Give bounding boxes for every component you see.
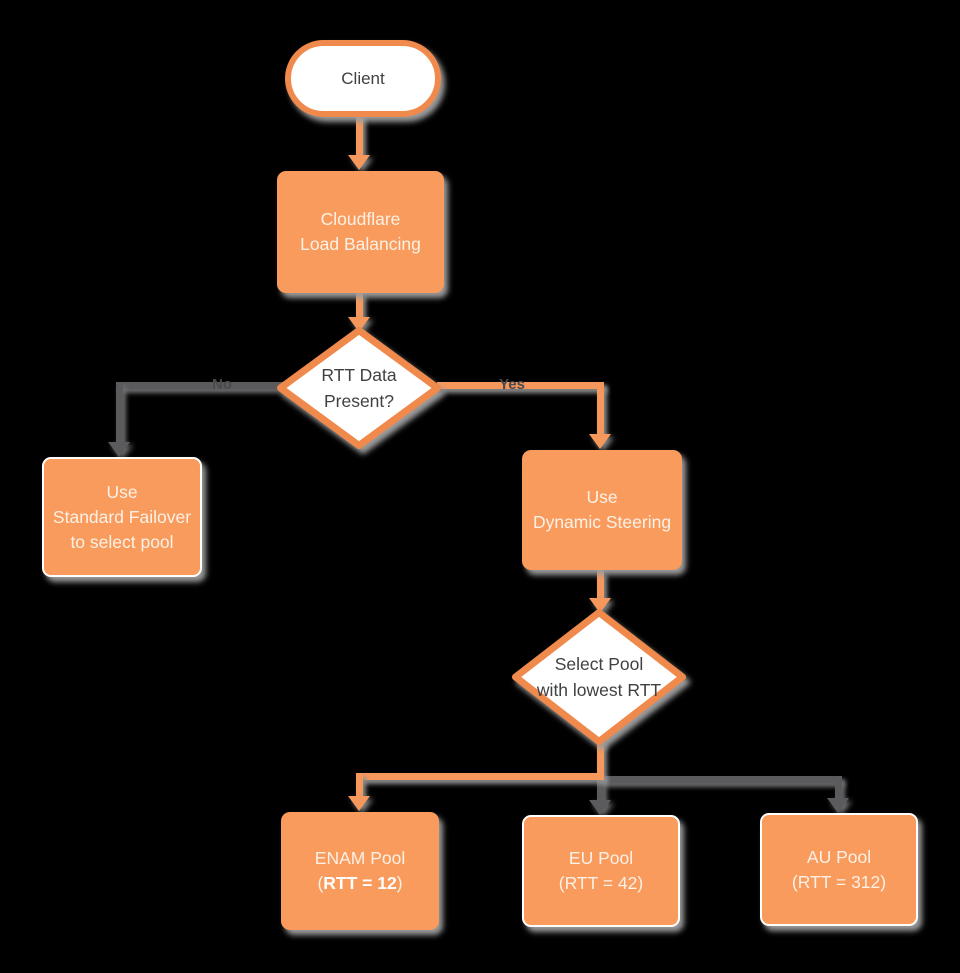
connector-eu-vertical bbox=[597, 776, 604, 802]
arrow-down-icon bbox=[589, 800, 611, 815]
connector-yes-vertical bbox=[597, 382, 604, 436]
node-label: RTT Data bbox=[321, 365, 397, 385]
node-label: Present? bbox=[323, 391, 395, 411]
arrow-down-icon bbox=[108, 442, 130, 457]
node-label: EU Pool bbox=[568, 848, 634, 868]
rtt-data-present-decision: RTT Data Present? bbox=[277, 327, 441, 449]
arrow-down-icon bbox=[348, 317, 370, 332]
node-label: Use bbox=[586, 487, 618, 507]
node-label: (RTT = 12) bbox=[317, 871, 402, 896]
arrow-down-icon bbox=[348, 155, 370, 170]
connector-select-down bbox=[597, 740, 604, 780]
node-label: Cloudflare bbox=[320, 209, 401, 229]
connector-lb-to-decision bbox=[356, 292, 363, 319]
client-node: Client bbox=[285, 40, 441, 117]
client-label: Client bbox=[341, 68, 385, 88]
connector-steering-to-select bbox=[597, 570, 604, 601]
node-label: Load Balancing bbox=[300, 234, 421, 254]
arrow-down-icon bbox=[589, 598, 611, 613]
connector-client-to-lb bbox=[356, 111, 363, 156]
connector-no-horizontal bbox=[116, 382, 283, 389]
arrow-down-icon bbox=[589, 434, 611, 449]
rtt-value: RTT = 12 bbox=[323, 873, 397, 893]
connector-enam-vertical bbox=[356, 773, 363, 796]
connector-enam-horizontal bbox=[358, 773, 604, 780]
paren: ( bbox=[317, 873, 324, 893]
node-label: Select Pool bbox=[554, 654, 644, 674]
node-label: Use bbox=[106, 481, 138, 502]
diamond-shape bbox=[277, 327, 441, 449]
au-pool-node: AU Pool (RTT = 312) bbox=[760, 813, 918, 926]
edge-label-yes: Yes bbox=[499, 376, 525, 393]
node-label: Dynamic Steering bbox=[532, 512, 672, 532]
arrow-down-icon bbox=[827, 798, 849, 813]
eu-pool-node: EU Pool (RTT = 42) bbox=[522, 815, 680, 927]
dynamic-steering-node: Use Dynamic Steering bbox=[522, 450, 682, 570]
paren: ) bbox=[396, 873, 403, 893]
diamond-shape bbox=[512, 609, 686, 745]
edge-label-no: No bbox=[212, 376, 232, 393]
node-label: Standard Failover bbox=[52, 506, 192, 527]
enam-pool-node: ENAM Pool (RTT = 12) bbox=[281, 812, 439, 930]
arrow-down-icon bbox=[348, 796, 370, 811]
connector-yes-horizontal bbox=[437, 382, 604, 389]
connector-au-vertical bbox=[835, 776, 842, 802]
node-label: with lowest RTT bbox=[536, 680, 662, 700]
standard-failover-node: Use Standard Failover to select pool bbox=[42, 457, 202, 577]
select-pool-decision: Select Pool with lowest RTT bbox=[512, 609, 686, 745]
node-label: (RTT = 312) bbox=[791, 871, 887, 892]
node-label: ENAM Pool bbox=[314, 848, 406, 868]
node-label: to select pool bbox=[70, 531, 174, 552]
cloudflare-load-balancing-node: Cloudflare Load Balancing bbox=[277, 171, 444, 293]
node-label: AU Pool bbox=[806, 846, 872, 867]
connector-au-horizontal bbox=[600, 776, 842, 783]
connector-no-vertical bbox=[116, 382, 123, 444]
node-label: (RTT = 42) bbox=[558, 873, 644, 893]
